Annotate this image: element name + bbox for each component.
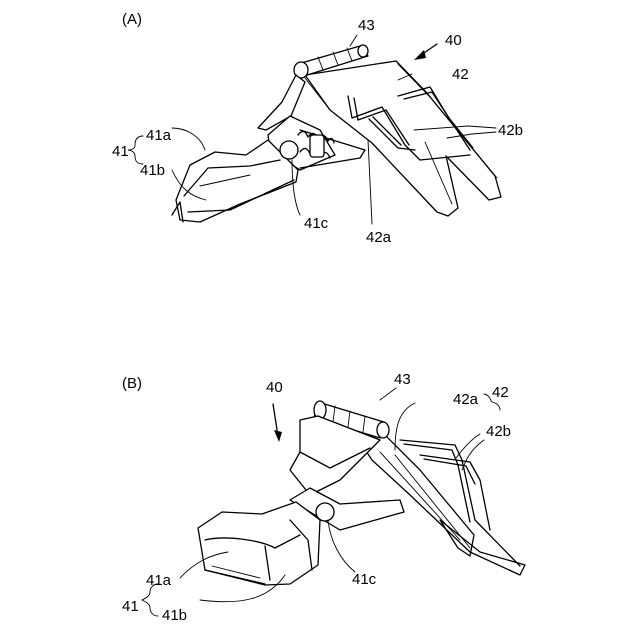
figure-b-caption: (B) <box>122 375 142 392</box>
figure-a-label-plate-body: 42a <box>366 229 392 246</box>
figure-b-label-wire-springs: 42b <box>486 423 511 440</box>
figure-a-caption: (A) <box>122 11 142 28</box>
figure-a-jaws <box>172 140 298 222</box>
figure-a-pivot <box>280 141 298 159</box>
figure-a-label-lower-jaw: 41b <box>140 162 165 179</box>
figure-b-jaws <box>198 502 320 585</box>
figure-b-label-jaw-clip: 41 <box>122 598 139 615</box>
figure-a-label-wire-springs: 42b <box>498 122 523 139</box>
figure-b-assembly-arrow <box>273 404 282 442</box>
figure-a-label-jaw-clip: 41 <box>112 143 129 160</box>
figure-b-label-upper-jaw: 41a <box>146 572 172 589</box>
figure-a-label-assembly: 40 <box>445 32 462 49</box>
figure-a-assembly-arrow <box>414 44 437 60</box>
figure-b: (B) <box>122 371 525 624</box>
figure-b-label-assembly: 40 <box>266 379 283 396</box>
figure-a-plate <box>305 61 501 216</box>
figure-a-label-upper-jaw: 41a <box>146 127 172 144</box>
figure-b-pivot <box>316 503 334 521</box>
figure-b-label-plate: 42 <box>492 384 509 401</box>
figure-a-label-pivot: 41c <box>304 215 329 232</box>
figure-a-label-hinge-pin: 43 <box>358 17 375 34</box>
figure-a: (A) <box>112 11 523 246</box>
figure-b-label-pivot: 41c <box>352 571 377 588</box>
figure-a-label-plate: 42 <box>452 66 469 83</box>
figure-b-label-hinge-pin: 43 <box>394 371 411 388</box>
figure-b-label-lower-jaw: 41b <box>162 607 187 624</box>
figure-b-label-plate-body: 42a <box>453 391 479 408</box>
